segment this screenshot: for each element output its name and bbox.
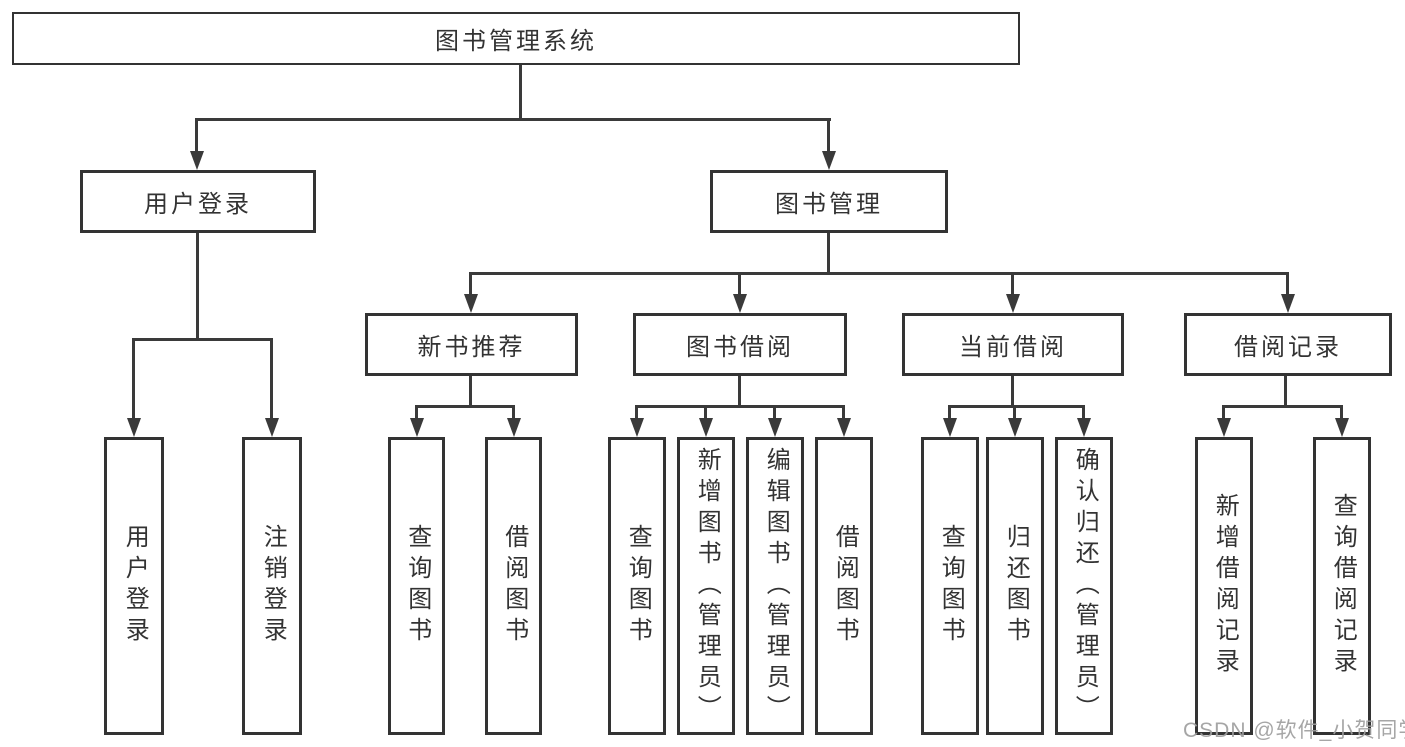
leaf-label: 归还图书 bbox=[1002, 524, 1030, 648]
leaf-label: 借阅图书 bbox=[831, 524, 859, 648]
node-book-borrowing: 图书借阅 bbox=[633, 313, 847, 376]
node-return-books: 归还图书 bbox=[986, 437, 1044, 735]
arrowhead-to-query-borrow-record bbox=[1340, 405, 1343, 418]
node-query-books-borrowing: 查询图书 bbox=[608, 437, 666, 735]
arrowhead-to-query-books-1 bbox=[415, 405, 418, 418]
connector-borrowing-stem bbox=[738, 376, 741, 408]
arrowhead-to-confirm-return bbox=[1082, 405, 1085, 418]
node-query-books-recommendation: 查询图书 bbox=[388, 437, 445, 735]
arrowhead-to-add-books bbox=[704, 405, 707, 418]
arrowhead-to-edit-books bbox=[773, 405, 776, 418]
leaf-label: 借阅图书 bbox=[500, 524, 528, 648]
leaf-label: 查询借阅记录 bbox=[1329, 493, 1357, 679]
leaf-label: 新增借阅记录 bbox=[1211, 493, 1239, 679]
leaf-label: 编辑图书（管理员） bbox=[762, 446, 790, 726]
arrowhead-to-login-leaf bbox=[132, 338, 135, 418]
connector-recommendation-rail bbox=[415, 405, 515, 408]
connector-records-stem bbox=[1284, 376, 1287, 408]
connector-root-rail bbox=[195, 118, 831, 121]
node-current-borrowing: 当前借阅 bbox=[902, 313, 1124, 376]
node-query-borrow-record: 查询借阅记录 bbox=[1313, 437, 1371, 735]
connector-book-management-rail bbox=[469, 272, 1289, 275]
arrowhead-to-user-login bbox=[195, 118, 198, 151]
node-add-books-admin: 新增图书（管理员） bbox=[677, 437, 735, 735]
connector-user-login-stem bbox=[196, 233, 199, 341]
node-confirm-return-admin: 确认归还（管理员） bbox=[1055, 437, 1113, 735]
arrowhead-to-new-book-recommendation bbox=[469, 272, 472, 294]
node-new-book-recommendation: 新书推荐 bbox=[365, 313, 578, 376]
node-logout-action: 注销登录 bbox=[242, 437, 302, 735]
connector-records-rail bbox=[1222, 405, 1343, 408]
leaf-label: 查询图书 bbox=[937, 524, 965, 648]
connector-borrowing-rail bbox=[635, 405, 845, 408]
arrowhead-to-book-management bbox=[827, 118, 830, 151]
arrowhead-to-book-borrowing bbox=[738, 272, 741, 294]
node-user-login: 用户登录 bbox=[80, 170, 316, 233]
connector-user-login-rail bbox=[132, 338, 273, 341]
node-user-login-action: 用户登录 bbox=[104, 437, 164, 735]
arrowhead-to-borrowing-records bbox=[1286, 272, 1289, 294]
leaf-label: 查询图书 bbox=[403, 524, 431, 648]
csdn-watermark: CSDN @软件_小贺同学 bbox=[1183, 719, 1405, 742]
leaf-label: 新增图书（管理员） bbox=[693, 446, 721, 726]
leaf-label: 确认归还（管理员） bbox=[1071, 446, 1099, 726]
connector-recommendation-stem bbox=[469, 376, 472, 408]
arrowhead-to-add-borrow-record bbox=[1222, 405, 1225, 418]
arrowhead-to-logout-leaf bbox=[270, 338, 273, 418]
leaf-label: 用户登录 bbox=[121, 524, 149, 648]
leaf-label: 查询图书 bbox=[624, 524, 652, 648]
arrowhead-to-query-books-2 bbox=[635, 405, 638, 418]
node-borrow-books-borrowing: 借阅图书 bbox=[815, 437, 873, 735]
arrowhead-to-return-books bbox=[1013, 405, 1016, 418]
node-borrow-books-recommendation: 借阅图书 bbox=[485, 437, 542, 735]
connector-current-stem bbox=[1011, 376, 1014, 408]
connector-current-rail bbox=[948, 405, 1085, 408]
connector-root-stem bbox=[519, 65, 522, 121]
node-library-management-system: 图书管理系统 bbox=[12, 12, 1020, 65]
arrowhead-to-borrow-books-2 bbox=[842, 405, 845, 418]
node-borrowing-records: 借阅记录 bbox=[1184, 313, 1392, 376]
connector-book-management-stem bbox=[827, 233, 830, 275]
arrowhead-to-current-borrowing bbox=[1011, 272, 1014, 294]
node-query-books-current: 查询图书 bbox=[921, 437, 979, 735]
arrowhead-to-borrow-books-1 bbox=[512, 405, 515, 418]
arrowhead-to-query-books-3 bbox=[948, 405, 951, 418]
leaf-label: 注销登录 bbox=[259, 524, 287, 648]
node-edit-books-admin: 编辑图书（管理员） bbox=[746, 437, 804, 735]
node-book-management: 图书管理 bbox=[710, 170, 948, 233]
node-add-borrow-record: 新增借阅记录 bbox=[1195, 437, 1253, 735]
